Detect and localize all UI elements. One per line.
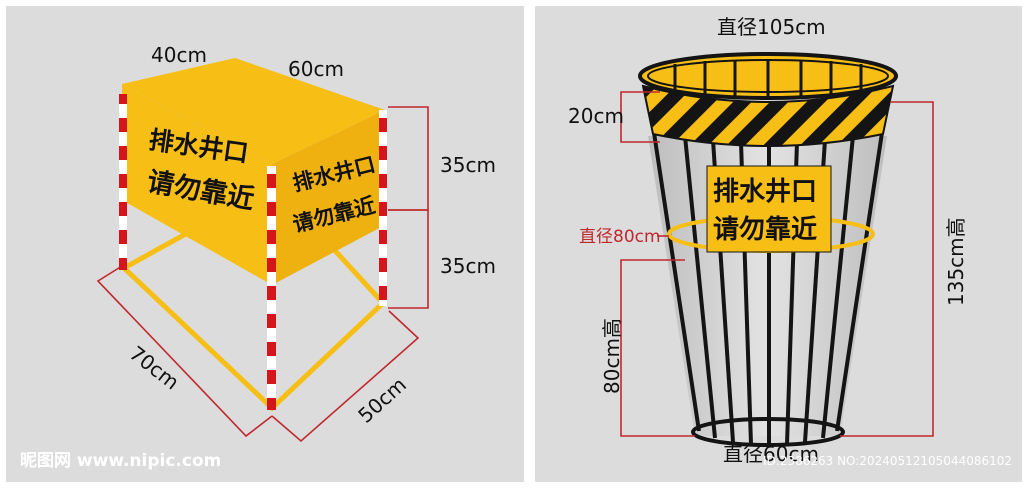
label-top-diameter: 直径105cm bbox=[717, 15, 826, 39]
watermark-id: ID:2386263 NO:20240512105044086102 bbox=[763, 454, 1012, 468]
label-height-lower: 35cm bbox=[440, 254, 496, 278]
label-bottom-diameter: 直径60cm bbox=[723, 442, 819, 466]
label-top-depth: 40cm bbox=[151, 43, 207, 67]
sign-box-front-face bbox=[122, 84, 272, 285]
label-total-height: 135cm高 bbox=[944, 217, 968, 306]
watermark-site: 昵图网 www.nipic.com bbox=[20, 451, 221, 471]
sign-box-side-face bbox=[272, 110, 385, 285]
pole-right bbox=[379, 110, 387, 306]
sign-box-top bbox=[122, 58, 385, 164]
cage-top-bars bbox=[673, 60, 863, 96]
left-sign-box-diagram: 排水井口 请勿靠近 排水井口 请勿靠近 40cm 60cm 35cm 35cm … bbox=[6, 6, 524, 482]
pole-center bbox=[267, 166, 276, 410]
cage-illustration: 排水井口 请勿靠近 直径105cm 20cm 直径80cm 135cm高 80c… bbox=[568, 15, 1012, 468]
cage-sign bbox=[706, 165, 832, 253]
pole-left bbox=[119, 94, 127, 270]
label-lower-height: 80cm高 bbox=[600, 318, 624, 394]
sign-box-illustration: 排水井口 请勿靠近 排水井口 请勿靠近 40cm 60cm 35cm 35cm … bbox=[20, 43, 496, 471]
cage-sign-line-1: 排水井口 bbox=[713, 177, 817, 207]
label-height-upper: 35cm bbox=[440, 153, 496, 177]
base-outline bbox=[122, 228, 387, 412]
cage-dimension-lines bbox=[620, 91, 934, 437]
label-base-width: 50cm bbox=[353, 372, 411, 427]
hazard-band bbox=[641, 84, 895, 147]
label-mid-diameter: 直径80cm bbox=[579, 227, 661, 247]
cage-sign-line-2: 请勿靠近 bbox=[713, 215, 817, 245]
label-band-height: 20cm bbox=[568, 104, 624, 128]
right-cage-diagram: 排水井口 请勿靠近 直径105cm 20cm 直径80cm 135cm高 80c… bbox=[535, 6, 1022, 482]
dimension-lines bbox=[96, 106, 429, 443]
label-top-width: 60cm bbox=[288, 57, 344, 81]
label-base-depth: 70cm bbox=[125, 341, 184, 394]
cage-bottom-ring bbox=[691, 417, 845, 447]
